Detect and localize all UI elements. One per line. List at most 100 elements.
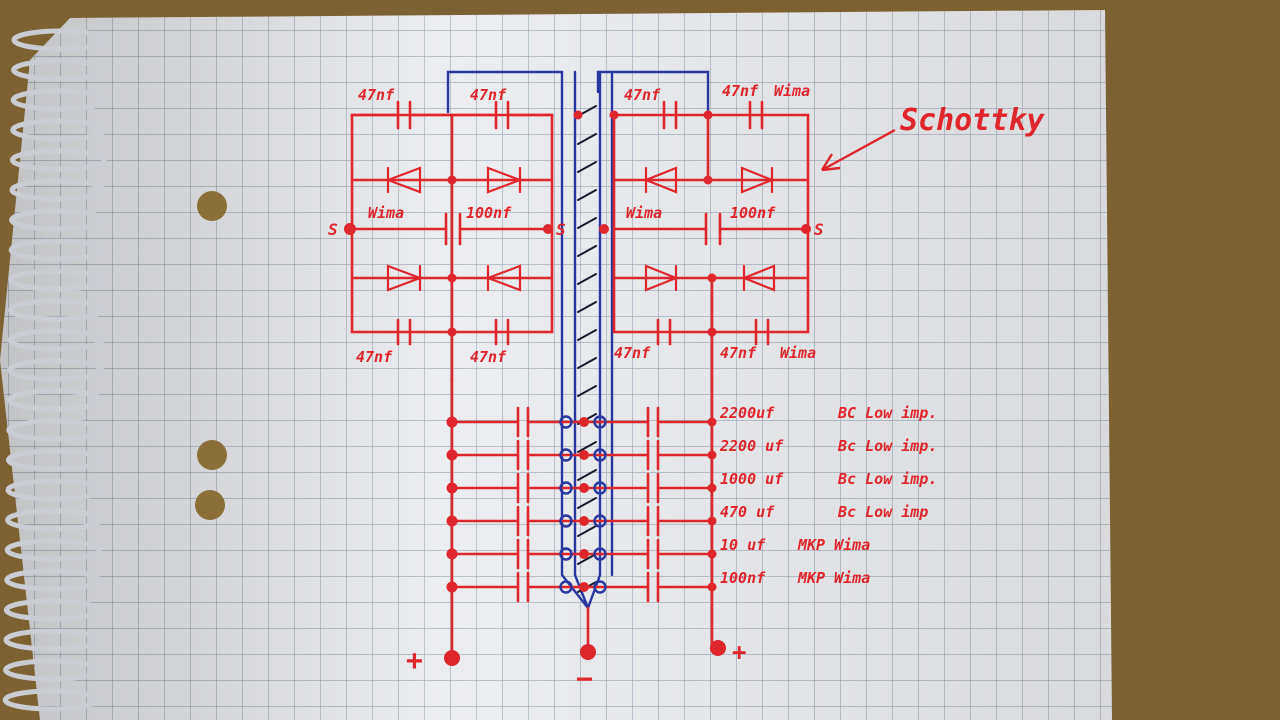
- spiral-ring: [3, 658, 101, 682]
- positive-terminal-right: [710, 640, 726, 656]
- junction-dots: [344, 110, 811, 337]
- wima-label: Wima: [774, 82, 810, 100]
- hatch-mark: [577, 357, 597, 369]
- bank-value-label: 1000 uf: [720, 470, 784, 488]
- spiral-ring: [10, 118, 108, 142]
- schottky-arrow: [820, 128, 896, 172]
- bank-capacitor: [516, 571, 660, 603]
- cap-label: 47nf: [720, 344, 757, 362]
- spiral-ring: [10, 88, 108, 112]
- spiral-ring: [3, 628, 101, 652]
- bank-node: [707, 549, 717, 559]
- spiral-ring: [7, 328, 105, 352]
- bank-value-label: 10 uf: [720, 536, 766, 554]
- cap-label: 47nf: [470, 348, 507, 366]
- wima-label: Wima: [626, 204, 662, 222]
- bank-type-label: Bc Low imp.: [837, 470, 937, 488]
- hatch-mark: [577, 217, 597, 229]
- bank-node: [579, 549, 589, 559]
- bank-node: [579, 483, 589, 493]
- plus-label: +: [732, 638, 746, 666]
- bank-capacitor: [516, 439, 660, 471]
- spiral-ring: [9, 208, 107, 232]
- spiral-ring: [9, 148, 107, 172]
- spiral-ring: [4, 538, 102, 562]
- spiral-ring: [2, 688, 100, 712]
- cap-label: 47nf: [614, 344, 651, 362]
- bank-type-label: MKP Wima: [797, 569, 870, 587]
- bank-value-label: 470 uf: [720, 503, 775, 521]
- bank-capacitor: [516, 472, 660, 504]
- bank-node: [579, 516, 589, 526]
- spiral-ring: [11, 28, 109, 52]
- cap-label: 47nf: [722, 82, 759, 100]
- bus-node: [559, 580, 573, 594]
- hatch-mark: [577, 441, 597, 453]
- bank-node: [579, 582, 589, 592]
- bank-value-label: 100nf: [720, 569, 766, 587]
- spiral-ring: [7, 358, 105, 382]
- hatch-mark: [577, 497, 597, 509]
- bank-value-label: 2200 uf: [719, 437, 784, 455]
- bus-node: [593, 514, 607, 528]
- cap-label: 100nf: [730, 204, 776, 222]
- schottky-label: Schottky: [900, 103, 1045, 138]
- wima-label: Wima: [368, 204, 404, 222]
- bank-node: [707, 450, 717, 460]
- bank-node: [579, 417, 589, 427]
- spiral-ring: [5, 478, 103, 502]
- bank-type-label: MKP Wima: [797, 536, 870, 554]
- bus-node: [593, 448, 607, 462]
- capacitor-bank: [446, 406, 717, 603]
- cap-label: 47nf: [358, 86, 395, 104]
- bus-node: [559, 547, 573, 561]
- hatch-mark: [577, 553, 597, 565]
- bus-node: [593, 547, 607, 561]
- bank-node: [707, 417, 717, 427]
- bank-node: [579, 450, 589, 460]
- hatch-mark: [577, 133, 597, 145]
- hatch-mark: [577, 189, 597, 201]
- hatch-mark: [577, 525, 597, 537]
- cap-label: 47nf: [470, 86, 507, 104]
- wima-label: Wima: [780, 344, 816, 362]
- bank-capacitor: [516, 505, 660, 537]
- bank-capacitor: [516, 538, 660, 570]
- annotations: 47nf 47nf 47nf 47nf Wima Schottky S S S …: [328, 82, 1045, 695]
- spiral-ring: [11, 58, 109, 82]
- cap-label: 47nf: [356, 348, 393, 366]
- cap-label: 47nf: [624, 86, 661, 104]
- spiral-ring: [5, 448, 103, 472]
- spiral-binding: [2, 28, 109, 712]
- minus-label: −: [576, 662, 593, 695]
- hatch-mark: [577, 273, 597, 285]
- spiral-ring: [6, 418, 104, 442]
- bus-node: [559, 415, 573, 429]
- spiral-ring: [5, 508, 103, 532]
- plus-label: +: [406, 644, 423, 677]
- negative-terminal: [580, 644, 596, 660]
- bus-node: [593, 481, 607, 495]
- hatch-mark: [577, 161, 597, 173]
- bank-node: [707, 483, 717, 493]
- s-label: S: [328, 220, 338, 239]
- punch-hole: [195, 490, 225, 520]
- bus-node: [593, 415, 607, 429]
- bank-value-label: 2200uf: [719, 404, 775, 422]
- hatch-mark: [577, 385, 597, 397]
- bank-capacitor: [516, 406, 660, 438]
- spiral-ring: [6, 388, 104, 412]
- page-shading: [0, 10, 1112, 720]
- hatch-mark: [577, 245, 597, 257]
- positive-terminal-left: [444, 650, 460, 666]
- cap-label: 100nf: [466, 204, 512, 222]
- spiral-ring: [8, 238, 106, 262]
- bus-node: [559, 481, 573, 495]
- spiral-ring: [8, 268, 106, 292]
- bus-node: [559, 448, 573, 462]
- terminals: [444, 378, 726, 666]
- bank-type-label: Bc Low imp: [837, 503, 928, 521]
- spiral-ring: [4, 568, 102, 592]
- spiral-ring: [9, 178, 107, 202]
